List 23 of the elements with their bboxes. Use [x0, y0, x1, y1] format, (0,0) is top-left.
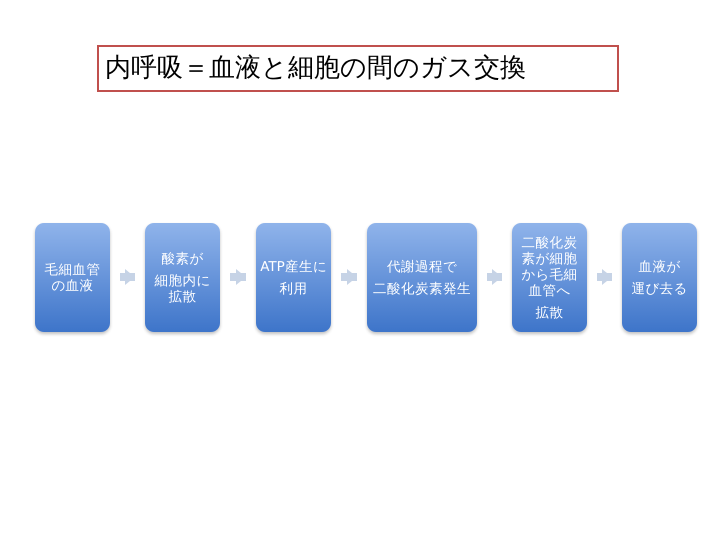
box-text: 二酸化炭素発生 [373, 280, 471, 296]
box-text: 代謝過程で [387, 258, 457, 274]
arrow [120, 269, 135, 285]
process-box [367, 223, 477, 332]
box-text: ATP産生に [260, 258, 327, 274]
box-text: 細胞内に拡散 [154, 272, 212, 304]
process-box [256, 223, 331, 332]
process-box [35, 223, 110, 332]
arrow [230, 269, 246, 285]
arrow [597, 269, 612, 285]
box-text: 血液が [638, 258, 680, 274]
box-text: 毛細血管の血液 [44, 262, 102, 294]
process-box [145, 223, 220, 332]
box-text: 二酸化炭素が細胞から毛細血管へ [520, 234, 578, 298]
box-text: 酸素が [162, 250, 204, 266]
arrow [341, 269, 357, 285]
process-box [512, 223, 587, 332]
box-text: 拡散 [536, 304, 564, 320]
title-box: 内呼吸＝血液と細胞の間のガス交換 [97, 45, 619, 92]
arrow [487, 269, 502, 285]
box-text: 運び去る [632, 280, 688, 296]
box-text: 利用 [280, 280, 308, 296]
process-box [622, 223, 697, 332]
